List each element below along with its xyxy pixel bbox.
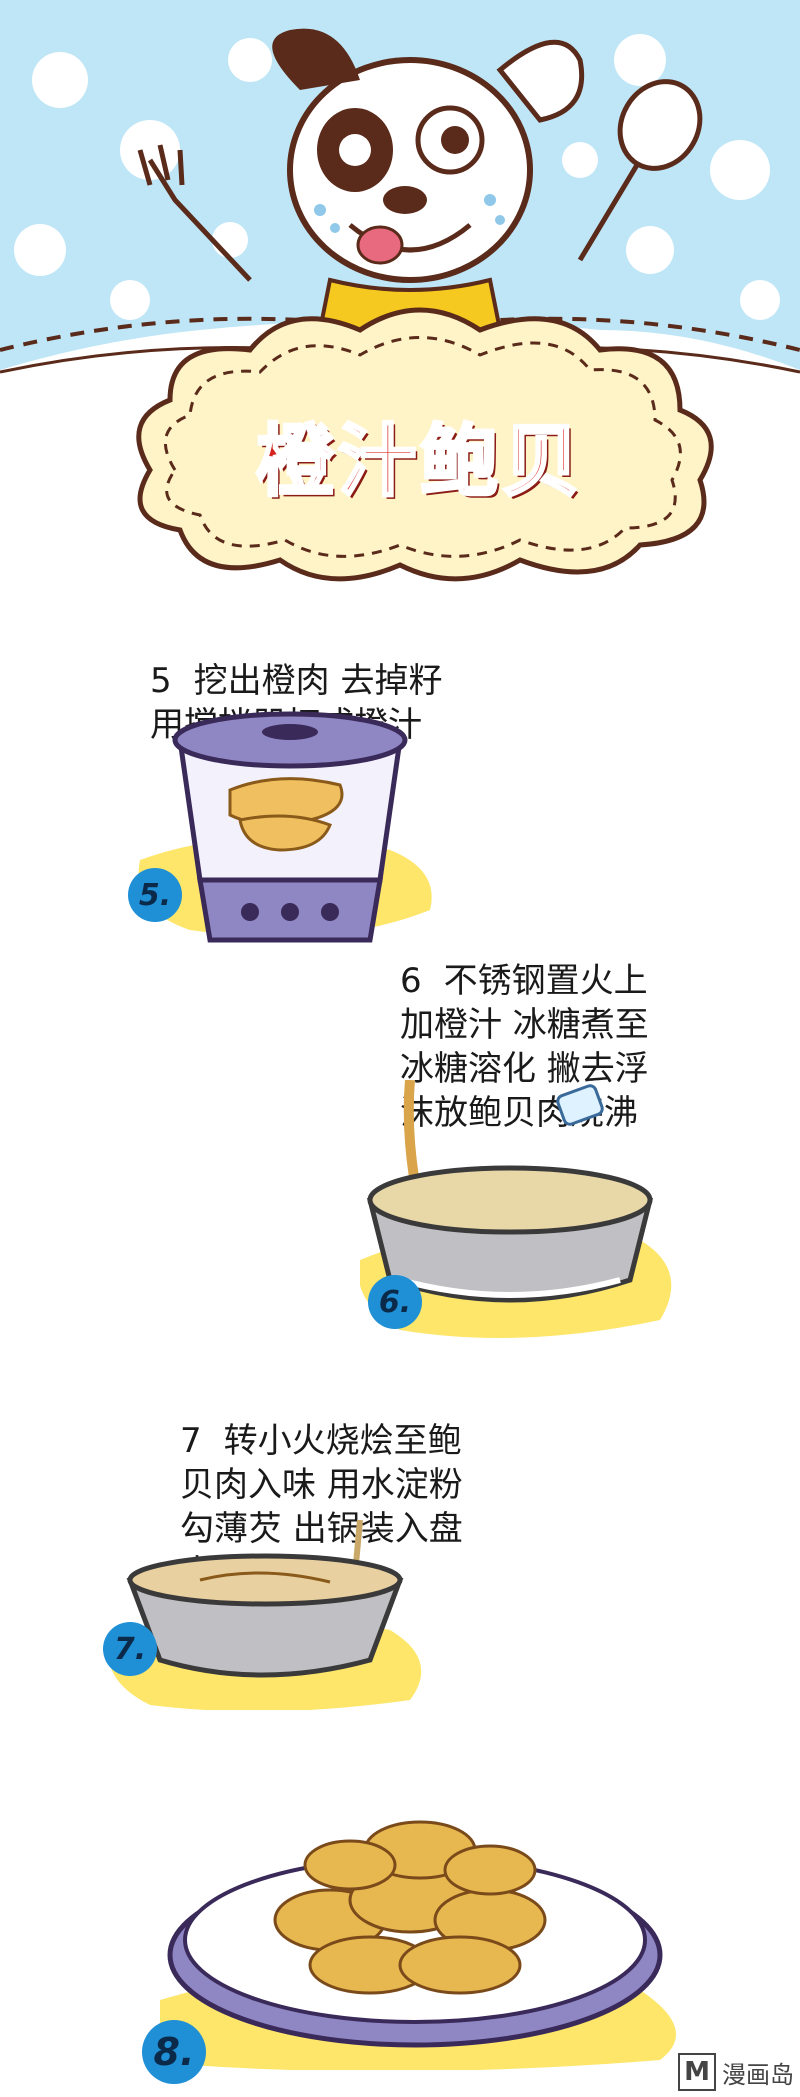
fork-icon <box>137 144 252 282</box>
wok-icon <box>110 1520 422 1710</box>
recipe-title: 橙汁鲍贝 <box>254 416 584 509</box>
step-7-badge: 7. <box>103 1622 157 1676</box>
step-7-number: 7 <box>180 1421 202 1461</box>
step-6-number: 6 <box>400 961 422 1001</box>
header-illustration <box>0 0 800 582</box>
spoon-icon <box>577 79 703 262</box>
step-7-instruction: 转小火烧烩至鲍 贝肉入味 用水淀粉 勾薄芡 出锅装入盘 内即可 <box>180 1421 463 1593</box>
pot-icon <box>360 1080 672 1338</box>
blender-icon <box>138 711 432 943</box>
step-6-instruction: 不锈钢置火上 加橙汁 冰糖煮至 冰糖溶化 撇去浮 沫放鲍贝肉烧沸 <box>400 961 649 1133</box>
step-5-number: 5 <box>150 661 172 701</box>
step-6-badge: 6. <box>368 1275 422 1329</box>
watermark: M 漫画岛 <box>678 2053 794 2091</box>
watermark-logo-icon: M <box>678 2053 716 2091</box>
plate-icon <box>160 1820 676 2070</box>
step-5-badge: 5. <box>128 868 182 922</box>
watermark-text: 漫画岛 <box>722 2060 794 2089</box>
step-8-badge: 8. <box>142 2020 206 2084</box>
